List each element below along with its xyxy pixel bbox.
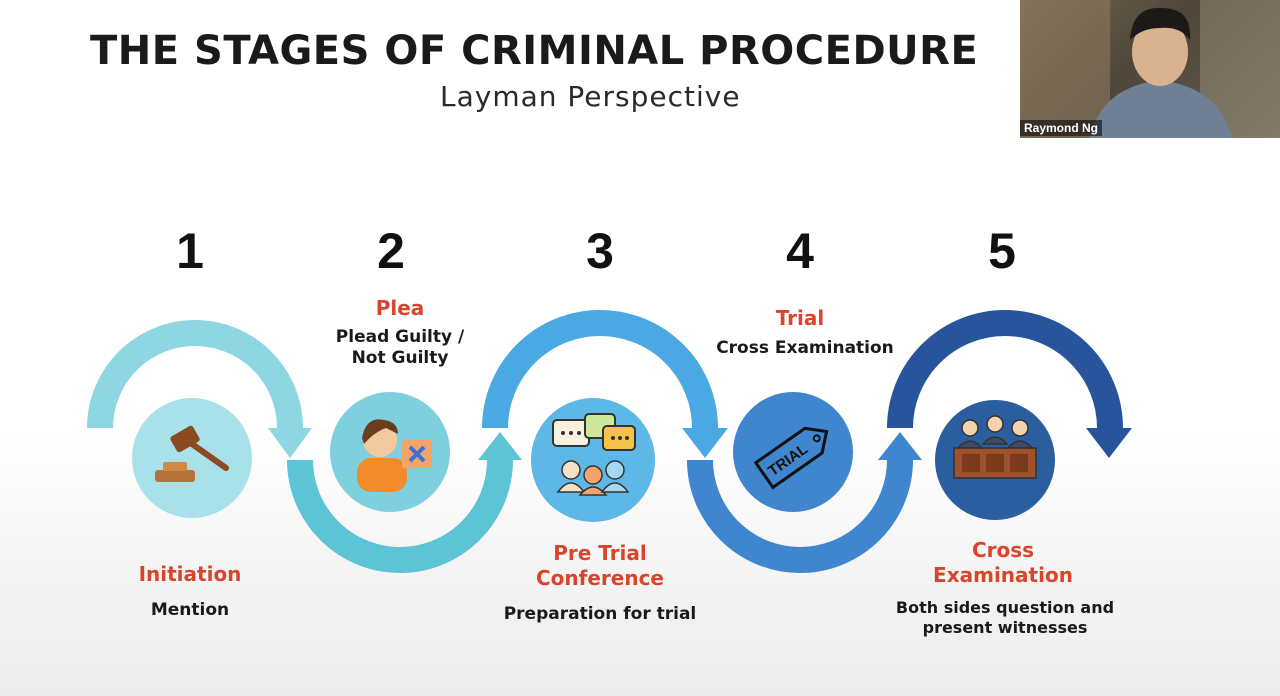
stage-4-arc [687,459,913,573]
stage-4-description: Cross Examination [716,338,894,358]
stage-5-number: 5 [988,223,1016,279]
stage-2-description-line: Not Guilty [351,348,449,368]
discussion-icon [552,413,636,496]
stage-5-title-line: Examination [933,563,1073,587]
stage-2-arc [287,459,513,573]
stage-5-description-line: Both sides question and [895,598,1115,617]
stage-1-description: Mention [150,600,230,620]
gavel-icon [155,425,229,482]
stage-5-arrowhead [1086,428,1132,458]
stage-3-arrowhead [682,428,728,458]
stage-3-description: Preparation for trial [503,604,697,624]
stage-4-title: Trial [775,306,825,330]
stage-1-title: Initiation [138,562,242,586]
stage-4-number: 4 [786,223,814,279]
slide-title: THE STAGES OF CRIMINAL PROCEDURE [90,28,979,74]
stage-1-arc [87,320,303,429]
stage-4-circle [733,392,853,512]
slide-subtitle: Layman Perspective [440,80,741,113]
stage-5-title-line: Cross [971,538,1035,562]
stage-1-arrowhead [268,428,312,458]
stage-3-number: 3 [586,223,614,279]
judges-bench-icon [953,415,1037,479]
stage-5-description: Both sides question and present witnesse… [880,598,1130,638]
stage-3-title-line: Pre Trial [553,541,647,565]
stage-5-arc [887,310,1123,429]
stage-4-arrowhead [878,432,922,460]
stage-1-number: 1 [176,223,204,279]
stage-5-description-line: present witnesses [922,618,1088,637]
stage-2-number: 2 [377,223,405,279]
stage-3-title-line: Conference [535,566,664,590]
participant-name: Raymond Ng [1020,120,1103,136]
stage-3-title: Pre Trial Conference [500,541,700,591]
participant-avatar [1020,0,1280,138]
participant-video-tile[interactable]: Raymond Ng [1020,0,1280,138]
stage-2-arrowhead [478,432,522,460]
stage-5-title: Cross Examination [903,538,1103,588]
person-decision-icon [357,419,432,492]
stage-1-circle [132,398,252,518]
stage-2-description-line: Plead Guilty / [335,327,465,347]
stage-2-title: Plea [375,296,425,320]
stage-3-arc [482,310,718,429]
stage-2-description: Plead Guilty / Not Guilty [310,327,490,369]
